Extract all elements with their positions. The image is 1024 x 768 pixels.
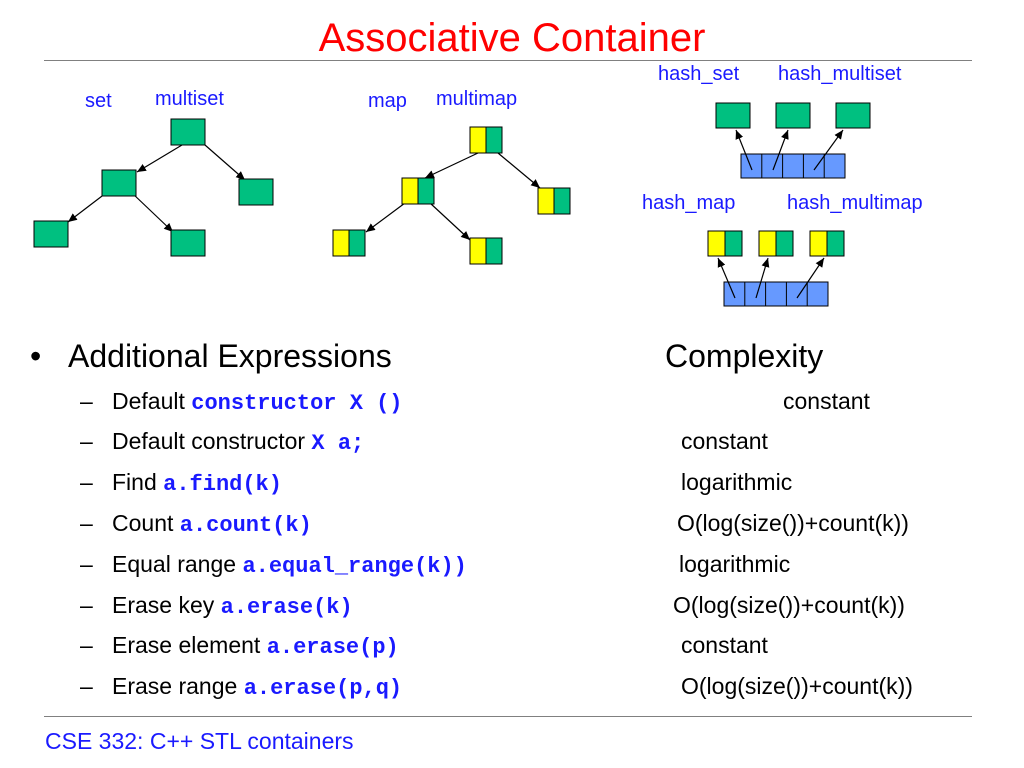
- dash-marker: –: [80, 592, 93, 618]
- label-hash-set: hash_set: [658, 63, 740, 85]
- expression-row-default-constructor-a: – Default constructor X a; constant: [80, 423, 1000, 459]
- dash-marker: –: [80, 510, 93, 536]
- expression-code: X a;: [311, 431, 365, 456]
- expression-label: Erase key a.erase(k): [112, 587, 353, 626]
- expressions-heading-line: • Additional Expressions Complexity: [30, 334, 990, 378]
- footer-rule: [44, 716, 972, 717]
- expression-row-find: – Find a.find(k) logarithmic: [80, 464, 1000, 500]
- label-map: map: [368, 90, 407, 112]
- set-node-root: [170, 118, 206, 146]
- expression-text: Erase element: [112, 632, 267, 658]
- expression-code: a.erase(k): [220, 595, 353, 620]
- complexity-value: logarithmic: [679, 551, 791, 577]
- hash-set-node: [835, 102, 871, 129]
- expression-code: a.erase(p): [266, 635, 399, 660]
- complexity-value: O(log(size())+count(k)): [673, 592, 905, 618]
- hash-map-node: [809, 230, 845, 257]
- map-node-root: [469, 126, 503, 154]
- map-node: [537, 187, 571, 215]
- hash-set-diagram: [715, 102, 871, 179]
- expression-row-default-constructor: – Default constructor X () constant: [80, 383, 1000, 419]
- label-hash-multimap: hash_multimap: [787, 192, 923, 214]
- dash-marker: –: [80, 388, 93, 414]
- expression-label: Default constructor X a;: [112, 423, 364, 462]
- hash-set-node: [715, 102, 751, 129]
- expression-text: Default constructor: [112, 428, 312, 454]
- label-multiset: multiset: [155, 88, 224, 110]
- expression-label: Equal range a.equal_range(k)): [112, 546, 467, 585]
- expression-row-count: – Count a.count(k) O(log(size())+count(k…: [80, 505, 1000, 541]
- expression-label: Find a.find(k): [112, 464, 282, 503]
- title-rule: [44, 60, 972, 61]
- label-set: set: [85, 90, 112, 112]
- map-node: [332, 229, 366, 257]
- complexity-value: constant: [681, 632, 768, 658]
- expression-row-equal-range: – Equal range a.equal_range(k)) logarith…: [80, 546, 1000, 582]
- label-hash-map: hash_map: [642, 192, 735, 214]
- complexity-value: O(log(size())+count(k)): [681, 673, 913, 699]
- complexity-value: constant: [681, 428, 768, 454]
- dash-marker: –: [80, 673, 93, 699]
- dash-marker: –: [80, 428, 93, 454]
- expression-row-erase-range: – Erase range a.erase(p,q) O(log(size())…: [80, 668, 1000, 704]
- expressions-heading: Additional Expressions: [68, 338, 392, 374]
- expression-code: a.equal_range(k)): [242, 554, 467, 579]
- hash-map-node: [707, 230, 743, 257]
- expression-row-erase-key: – Erase key a.erase(k) O(log(size())+cou…: [80, 587, 1000, 623]
- dash-marker: –: [80, 551, 93, 577]
- expression-label: Count a.count(k): [112, 505, 312, 544]
- map-node: [401, 177, 435, 205]
- hash-map-node: [758, 230, 794, 257]
- expression-text: Equal range: [112, 551, 243, 577]
- complexity-value: constant: [783, 388, 870, 414]
- set-node: [238, 178, 274, 206]
- complexity-value: O(log(size())+count(k)): [677, 510, 909, 536]
- expression-row-erase-element: – Erase element a.erase(p) constant: [80, 627, 1000, 663]
- expression-text: Default: [112, 388, 192, 414]
- label-hash-multiset: hash_multiset: [778, 63, 902, 85]
- hash-set-node: [775, 102, 811, 129]
- hash-map-diagram: [707, 230, 845, 307]
- complexity-heading: Complexity: [665, 338, 824, 374]
- slide-footer: CSE 332: C++ STL containers: [45, 728, 354, 754]
- set-node: [101, 169, 137, 197]
- hash-map-buckets: [723, 281, 829, 307]
- dash-marker: –: [80, 632, 93, 658]
- expression-text: Find: [112, 469, 164, 495]
- hash-set-buckets: [740, 153, 846, 179]
- expression-code: constructor X (): [191, 391, 403, 416]
- label-multimap: multimap: [436, 88, 517, 110]
- expression-label: Erase element a.erase(p): [112, 627, 399, 666]
- slide-title: Associative Container: [318, 16, 706, 60]
- bullet-marker: •: [30, 338, 42, 374]
- expression-text: Erase range: [112, 673, 244, 699]
- expression-code: a.count(k): [179, 513, 312, 538]
- expression-code: a.erase(p,q): [243, 676, 403, 701]
- set-node: [33, 220, 69, 248]
- set-tree: [33, 118, 274, 257]
- complexity-value: logarithmic: [681, 469, 793, 495]
- map-tree: [332, 126, 571, 265]
- expression-text: Erase key: [112, 592, 221, 618]
- expression-label: Erase range a.erase(p,q): [112, 668, 402, 707]
- container-diagram: set multiset map multimap hash_set hash_…: [33, 63, 923, 307]
- set-node: [170, 229, 206, 257]
- expression-code: a.find(k): [163, 472, 282, 497]
- map-node: [469, 237, 503, 265]
- expression-text: Count: [112, 510, 180, 536]
- expression-label: Default constructor X (): [112, 383, 403, 422]
- dash-marker: –: [80, 469, 93, 495]
